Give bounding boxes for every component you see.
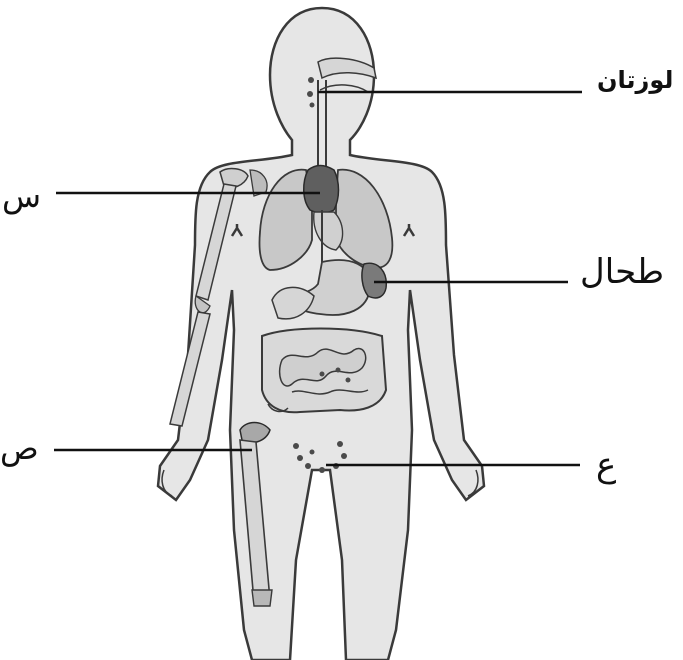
tonsil-dot	[310, 103, 315, 108]
groin-node	[341, 453, 347, 459]
thymus	[304, 166, 339, 214]
label-sad: ص	[0, 432, 39, 464]
lymph-node	[346, 378, 351, 383]
groin-node	[297, 455, 303, 461]
label-sin: س	[2, 180, 41, 212]
lymph-node	[320, 372, 325, 377]
label-tonsils: لوزتان	[597, 68, 673, 92]
tonsil-dot	[307, 91, 313, 97]
lymph-node	[336, 368, 341, 373]
groin-node	[319, 467, 325, 473]
groin-node	[337, 441, 343, 447]
knee-joint	[252, 590, 272, 606]
label-ain: ع	[596, 448, 616, 482]
groin-node	[293, 443, 299, 449]
tonsil-dot	[308, 77, 314, 83]
label-spleen: طحال	[580, 255, 664, 289]
groin-node	[305, 463, 311, 469]
groin-node	[310, 450, 315, 455]
